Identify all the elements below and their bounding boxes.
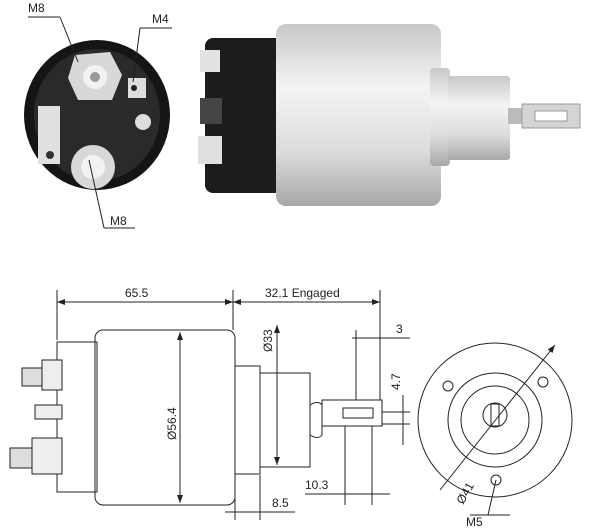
dim-housing-diameter: Ø33 — [261, 329, 275, 352]
dim-body-length: 65.5 — [125, 286, 149, 300]
side-view-drawing — [9, 290, 410, 520]
dim-tab-thickness: 3 — [396, 322, 403, 336]
dim-slot-width: 4.7 — [389, 373, 403, 390]
dim-body-diameter: Ø56.4 — [165, 407, 179, 440]
end-view-drawing — [417, 342, 573, 516]
side-view-photo — [198, 24, 581, 206]
label-terminal-small: M4 — [152, 12, 169, 26]
dim-stroke: 32.1 Engaged — [265, 286, 340, 300]
dim-mount-thread: M5 — [466, 515, 483, 529]
dim-bolt-circle: Ø41 — [453, 480, 477, 507]
label-terminal-top: M8 — [28, 1, 45, 15]
dim-step-length: 8.5 — [272, 496, 289, 510]
label-terminal-bottom: M8 — [110, 214, 127, 228]
dim-slot-length: 10.3 — [305, 478, 329, 492]
end-view-photo: M8 M4 M8 — [24, 1, 172, 229]
